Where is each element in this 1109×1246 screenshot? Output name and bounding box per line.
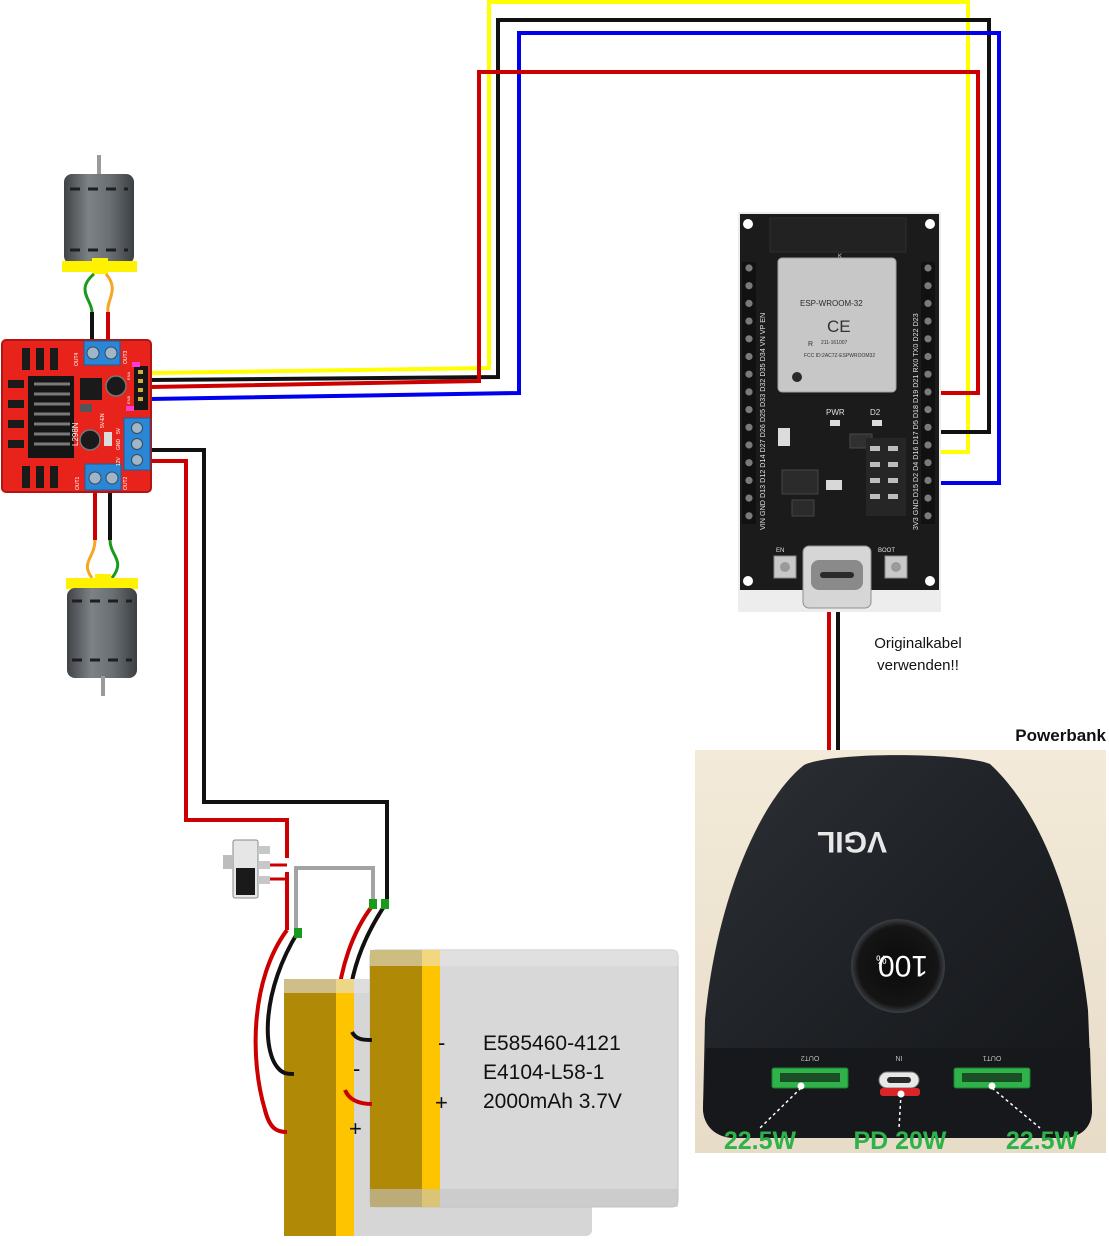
header-pin [745, 441, 753, 449]
driver-gnd-label: GND [116, 439, 122, 451]
powerbank-port-out2: OUT2 [801, 1054, 820, 1061]
header-pin [924, 282, 932, 290]
header-pin [745, 459, 753, 467]
power-switch [223, 839, 270, 899]
header-pin [924, 423, 932, 431]
driver-out1-label: OUT1 [75, 476, 81, 490]
header-pin [745, 282, 753, 290]
powerbank-display: 100 [878, 949, 928, 982]
header-pin [745, 264, 753, 272]
motor-bottom [66, 492, 138, 696]
esp32-cert-number: 211-161007 [821, 340, 848, 346]
powerbank-display-percent: % [876, 953, 887, 967]
powerbank-watt-right: 22.5W [1006, 1127, 1079, 1155]
esp32-left-pin-labels: VIN GND D13 D12 D14 D27 D26 D25 D33 D32 … [758, 313, 767, 530]
driver-out2-label: OUT2 [123, 476, 129, 490]
esp32-pwr-led-label: PWR [826, 408, 845, 417]
wire-red-signal [149, 70, 980, 395]
driver-ena-label: ENA [126, 371, 131, 380]
powerbank-watt-middle: PD 20W [853, 1127, 946, 1155]
powerbank-title: Powerbank [1015, 726, 1106, 745]
driver-5v-label: 5V [116, 427, 122, 434]
battery-minus: - [438, 1030, 445, 1055]
battery-plus: + [435, 1090, 448, 1115]
wire-black-signal [149, 18, 991, 434]
header-pin [924, 388, 932, 396]
cable-note-line1: Originalkabel [874, 635, 962, 652]
header-pin [924, 476, 932, 484]
signal-wires [149, 0, 1001, 485]
back-battery-plus: + [349, 1116, 362, 1141]
driver-out4-label: OUT4 [74, 352, 80, 366]
powerbank-watt-left: 22.5W [724, 1127, 797, 1155]
powerbank-brand: VGIL [817, 825, 887, 858]
powerbank-port-in: IN [896, 1054, 903, 1061]
wire-black-power [150, 448, 389, 905]
header-pin [924, 299, 932, 307]
header-pin [745, 406, 753, 414]
header-pin [745, 494, 753, 502]
header-pin [745, 388, 753, 396]
header-pin [745, 317, 753, 325]
esp32-en-button-label: EN [776, 548, 784, 554]
header-pin [745, 423, 753, 431]
battery-label-line1: E585460-4121 [483, 1032, 621, 1055]
header-pin [924, 459, 932, 467]
header-pin [745, 335, 753, 343]
motor-top [62, 155, 137, 340]
esp32-right-pin-labels: 3V3 GND D15 D2 D4 D16 D17 D5 D18 D19 D21… [911, 313, 920, 530]
esp32-k-mark: K [838, 254, 842, 260]
header-pin [924, 494, 932, 502]
driver-out3-label: OUT3 [123, 350, 129, 364]
driver-chip-label: L298N [71, 422, 80, 446]
header-pin [745, 476, 753, 484]
esp32-ce-mark: CE [827, 317, 851, 336]
esp32-boot-button-label: BOOT [878, 548, 895, 554]
driver-5ven-label: 5V-EN [100, 413, 106, 428]
driver-12v-label: 12V [116, 456, 122, 466]
header-pin [924, 441, 932, 449]
header-pin [745, 352, 753, 361]
header-pin [745, 512, 753, 520]
header-pin [924, 352, 932, 361]
l298n-driver: L298N OUT4 OUT3 OUT1 OUT2 12V [1, 339, 152, 493]
wire-blue [149, 31, 1001, 485]
battery-label-line2: E4104-L58-1 [483, 1061, 604, 1084]
battery-front: - + E585460-4121 E4104-L58-1 2000mAh 3.7… [369, 949, 679, 1208]
esp32-module-name: ESP-WROOM-32 [800, 299, 863, 308]
header-pin [924, 335, 932, 343]
battery-label-line3: 2000mAh 3.7V [483, 1090, 622, 1113]
powerbank: VGIL 100 % OUT2 IN OUT1 22.5W PD 20W 22.… [695, 750, 1106, 1155]
back-battery-minus: - [353, 1056, 360, 1081]
header-pin [924, 317, 932, 325]
esp32-r-mark: R [808, 341, 813, 348]
esp32-board: K ESP-WROOM-32 CE R 211-161007 FCC ID:2A… [738, 212, 941, 612]
wire-red-power [150, 459, 289, 858]
header-pin [924, 370, 932, 378]
header-pin [924, 264, 932, 272]
powerbank-port-out1: OUT1 [983, 1054, 1002, 1061]
header-pin [924, 512, 932, 520]
cable-note-line2: verwenden!! [877, 657, 959, 674]
esp32-d2-led-label: D2 [870, 408, 881, 417]
header-pin [924, 406, 932, 414]
wire-yellow [149, 0, 970, 454]
header-pin [745, 370, 753, 378]
driver-enb-label: ENB [126, 395, 131, 404]
wire-gray-link [294, 866, 375, 932]
header-pin [745, 299, 753, 307]
esp32-fcc-id: FCC ID:2AC7Z-ESPWROOM32 [804, 353, 875, 359]
